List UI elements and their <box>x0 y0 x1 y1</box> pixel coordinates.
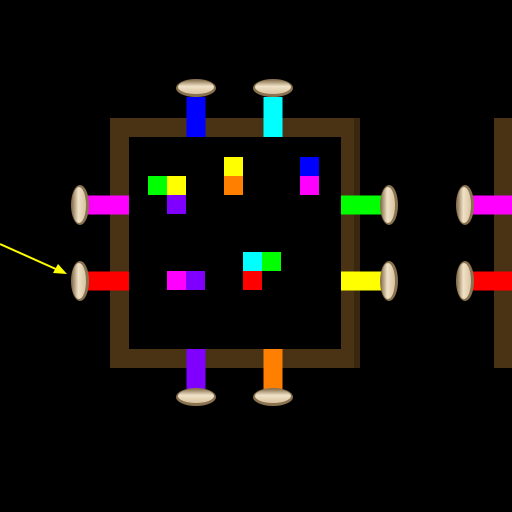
neighbor-frame-left <box>494 118 512 368</box>
frame-top <box>110 118 360 137</box>
neighbor-left-knob-red[interactable] <box>456 261 474 301</box>
tile-magenta <box>300 176 319 195</box>
neighbor-left-knob-magenta[interactable] <box>456 185 474 225</box>
right-knob-green[interactable] <box>380 185 398 225</box>
connector-bottom-purple <box>186 349 206 389</box>
connector-bottom-orange <box>263 349 283 389</box>
left-knob-magenta[interactable] <box>71 185 89 225</box>
bottom-knob-purple[interactable] <box>176 388 216 406</box>
arrow-icon <box>0 243 67 274</box>
top-knob-blue[interactable] <box>176 79 216 97</box>
connector-right-yellow <box>341 271 382 291</box>
connector-top-blue <box>186 97 206 137</box>
bottom-knob-orange[interactable] <box>253 388 293 406</box>
frame-left <box>110 118 129 368</box>
tile-orange <box>224 176 243 195</box>
connector-left-red <box>88 271 129 291</box>
frame-right-shade <box>354 118 360 368</box>
tile-cyan <box>243 252 262 271</box>
right-knob-yellow[interactable] <box>380 261 398 301</box>
tile-yellow <box>224 157 243 176</box>
tile-yellow <box>167 176 186 195</box>
frame-bottom <box>110 349 360 368</box>
tile-purple <box>167 195 186 214</box>
tile-green <box>262 252 281 271</box>
tile-magenta <box>167 271 186 290</box>
tile-green <box>148 176 167 195</box>
connector-left-magenta <box>88 195 129 215</box>
tile-purple <box>186 271 205 290</box>
connector-right-green <box>341 195 382 215</box>
neighbor-connector-left-red <box>472 271 512 291</box>
top-knob-cyan[interactable] <box>253 79 293 97</box>
tile-blue <box>300 157 319 176</box>
tile-red <box>243 271 262 290</box>
neighbor-connector-left-magenta <box>472 195 512 215</box>
connector-top-cyan <box>263 97 283 137</box>
left-knob-red[interactable] <box>71 261 89 301</box>
